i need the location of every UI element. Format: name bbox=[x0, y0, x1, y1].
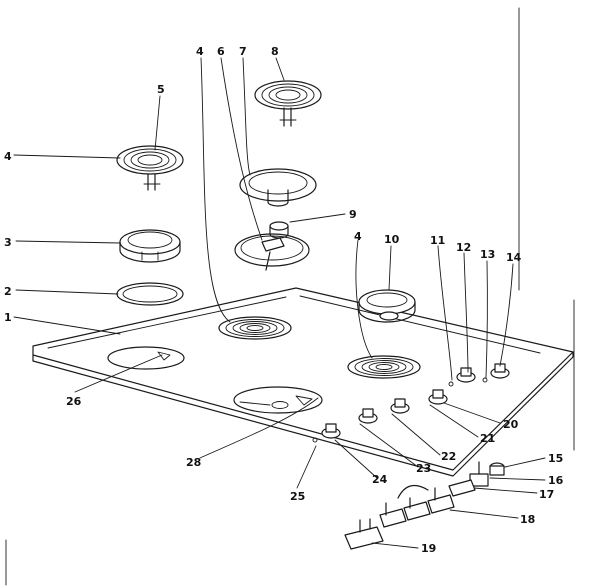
callout-21: 21 bbox=[480, 432, 495, 445]
knob-d bbox=[390, 398, 410, 414]
drip-bowl-3 bbox=[119, 229, 181, 263]
callout-15: 15 bbox=[548, 452, 563, 465]
callout-11: 11 bbox=[430, 234, 445, 247]
callout-1: 1 bbox=[4, 311, 12, 324]
callout-4-left: 4 bbox=[4, 150, 12, 163]
callout-3: 3 bbox=[4, 236, 12, 249]
part-18 bbox=[379, 484, 455, 528]
callout-25: 25 bbox=[290, 490, 305, 503]
installed-element-right bbox=[347, 355, 421, 379]
callout-24: 24 bbox=[372, 473, 388, 486]
callout-20: 20 bbox=[503, 418, 519, 431]
control-knobs bbox=[312, 363, 510, 443]
coil-element-5 bbox=[116, 145, 184, 191]
part-16 bbox=[469, 461, 489, 487]
knob-e bbox=[358, 408, 378, 424]
callout-9: 9 bbox=[349, 208, 357, 221]
terminal-block-9 bbox=[269, 221, 289, 239]
callout-4-center: 4 bbox=[196, 45, 204, 58]
knob-f bbox=[321, 423, 341, 439]
callout-17: 17 bbox=[539, 488, 554, 501]
part-15 bbox=[489, 462, 505, 476]
callout-10: 10 bbox=[384, 233, 400, 246]
callout-12: 12 bbox=[456, 241, 471, 254]
callout-16: 16 bbox=[548, 474, 564, 487]
callout-4-right: 4 bbox=[354, 230, 362, 243]
callout-22: 22 bbox=[441, 450, 456, 463]
opening-left-rear bbox=[107, 346, 185, 370]
callout-28: 28 bbox=[186, 456, 201, 469]
callout-2: 2 bbox=[4, 285, 12, 298]
coil-element-8 bbox=[254, 80, 322, 127]
drip-bowl-10 bbox=[358, 289, 416, 323]
callout-labels: 4 5 3 2 1 4 6 7 8 9 4 10 11 12 13 14 15 … bbox=[4, 45, 564, 555]
cooktop-panel bbox=[32, 287, 574, 477]
callout-19: 19 bbox=[421, 542, 436, 555]
installed-element-rear bbox=[218, 316, 292, 340]
callout-14: 14 bbox=[506, 251, 522, 264]
knob-c bbox=[428, 389, 448, 405]
trim-ring-6 bbox=[234, 233, 310, 271]
callout-6: 6 bbox=[217, 45, 225, 58]
callout-23: 23 bbox=[416, 462, 431, 475]
callout-13: 13 bbox=[480, 248, 495, 261]
callout-8: 8 bbox=[271, 45, 279, 58]
opening-left-front bbox=[233, 386, 323, 414]
switch-stack bbox=[344, 461, 505, 550]
callout-7: 7 bbox=[239, 45, 247, 58]
callout-5: 5 bbox=[157, 83, 165, 96]
trim-ring-2 bbox=[116, 282, 184, 306]
knob-a bbox=[456, 367, 476, 383]
leader-lines bbox=[13, 57, 546, 549]
callout-26: 26 bbox=[66, 395, 82, 408]
part-19 bbox=[344, 518, 384, 550]
callout-18: 18 bbox=[520, 513, 535, 526]
drip-bowl-7 bbox=[239, 168, 317, 207]
part-17 bbox=[448, 479, 476, 497]
